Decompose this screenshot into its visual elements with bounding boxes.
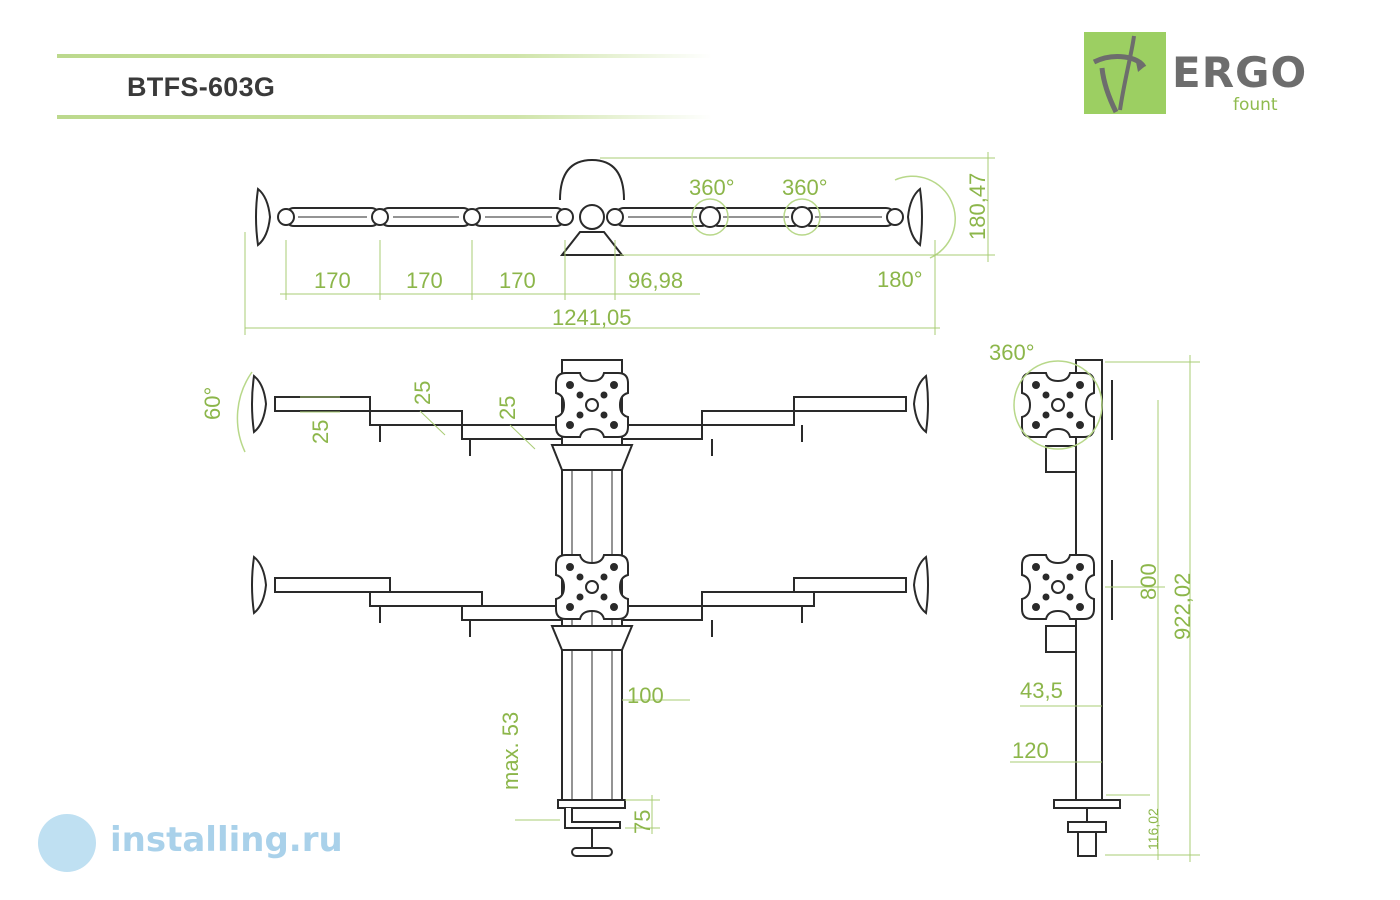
- dim-75: 75: [630, 810, 655, 834]
- dim-170-b: 170: [406, 268, 443, 293]
- header-line-bottom: [57, 115, 712, 119]
- dim-25-a: 25: [308, 420, 333, 444]
- dim-922-02: 922,02: [1170, 573, 1195, 640]
- watermark: installing.ru: [22, 808, 343, 878]
- angle-360-b: 360°: [782, 175, 828, 200]
- angle-60: 60°: [200, 387, 225, 420]
- dim-116-02: 116,02: [1145, 808, 1161, 850]
- dim-800: 800: [1136, 563, 1161, 600]
- dim-25-c: 25: [495, 396, 520, 420]
- dim-max-53: max. 53: [498, 712, 523, 790]
- angle-360-side: 360°: [989, 340, 1035, 365]
- dim-96-98: 96,98: [628, 268, 683, 293]
- dim-180-47: 180,47: [965, 173, 990, 240]
- side-view: [1021, 359, 1121, 857]
- model-title: BTFS-603G: [127, 72, 276, 102]
- logo-icon: [1084, 32, 1166, 114]
- dim-1241-05: 1241,05: [552, 305, 632, 330]
- dim-25-b: 25: [410, 381, 435, 405]
- dim-120: 120: [1012, 738, 1049, 763]
- watermark-text: installing.ru: [110, 820, 343, 860]
- angle-180: 180°: [877, 267, 923, 292]
- header-line-top: [57, 54, 712, 58]
- dim-170-a: 170: [314, 268, 351, 293]
- watermark-logo-icon: [38, 814, 96, 872]
- angle-360-a: 360°: [689, 175, 735, 200]
- dim-100: 100: [627, 683, 664, 708]
- logo-sub: fount: [1233, 95, 1278, 115]
- front-view: [251, 359, 929, 857]
- logo-brand: ERGO: [1172, 48, 1308, 97]
- top-view: [255, 158, 923, 256]
- dim-170-c: 170: [499, 268, 536, 293]
- dim-43-5: 43,5: [1020, 678, 1063, 703]
